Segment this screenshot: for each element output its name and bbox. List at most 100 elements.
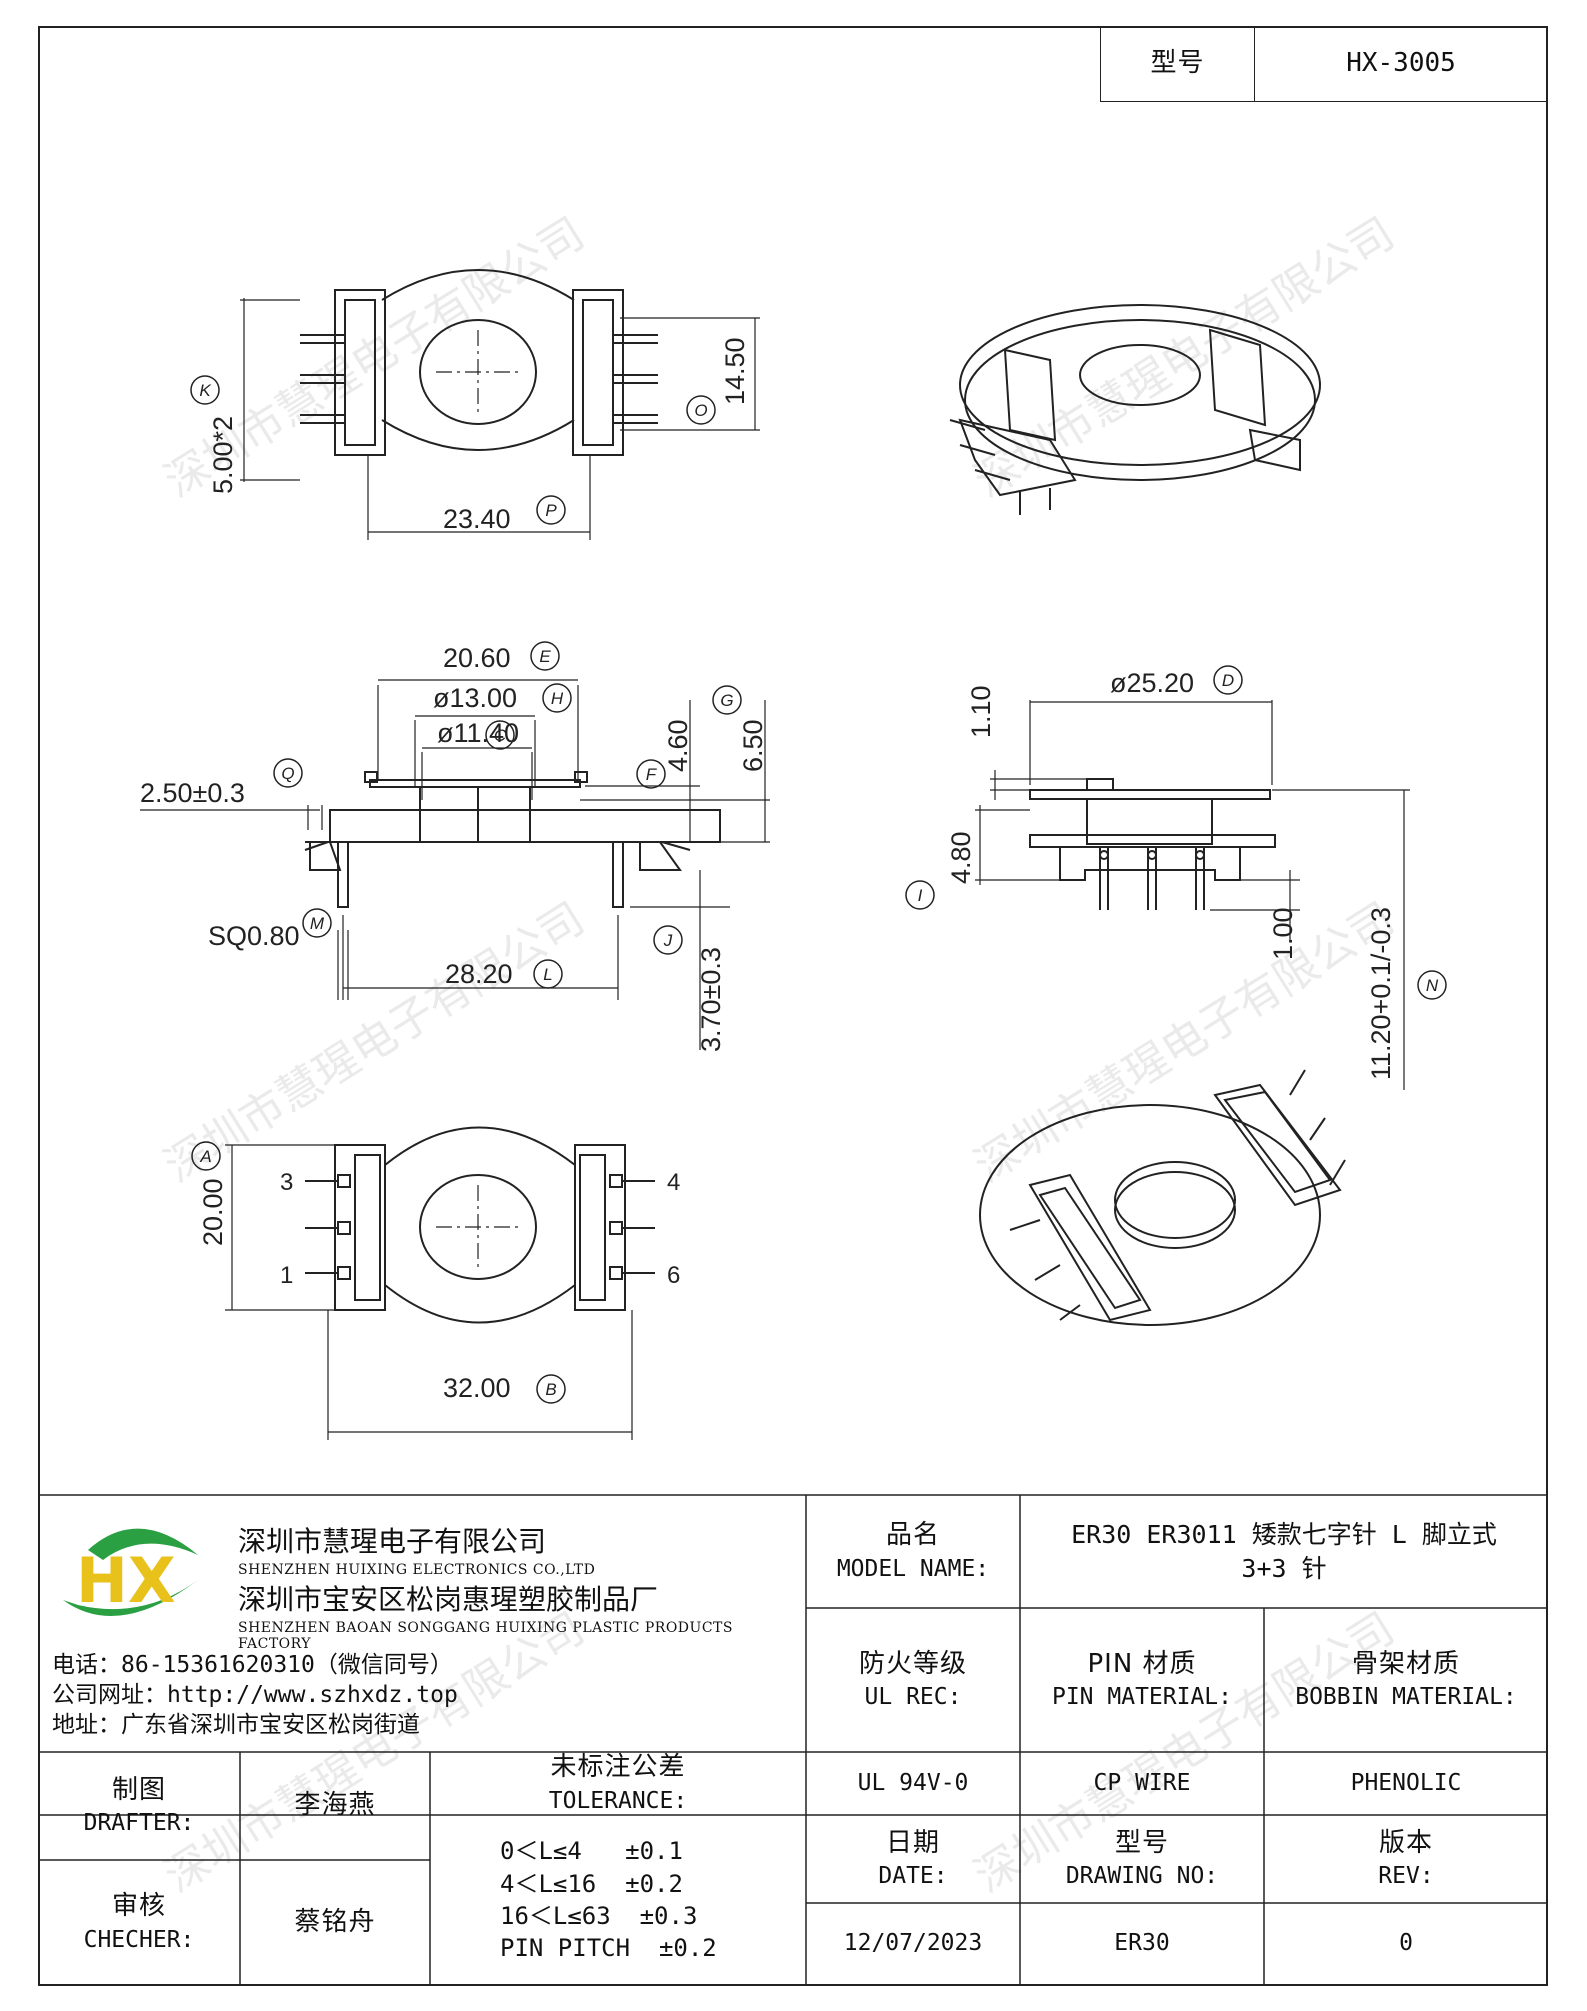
marker-h: H	[551, 689, 564, 708]
tolerance-2: 4＜L≤16 ±0.2	[500, 1869, 683, 1898]
titleblock-grid	[38, 1494, 1548, 1985]
iso-view-bottom	[979, 1069, 1346, 1326]
tolerance-cn: 未标注公差	[550, 1752, 686, 1783]
checker-en: CHECHER:	[83, 1926, 195, 1953]
bobbin-en: BOBBIN MATERIAL:	[1295, 1684, 1517, 1711]
marker-l: L	[543, 965, 552, 984]
marker-d: D	[1222, 671, 1234, 690]
date-en: DATE:	[878, 1863, 948, 1890]
dim-k: 5.00*2	[208, 416, 238, 494]
rev-cn: 版本	[1378, 1827, 1433, 1858]
pin-value: CP WIRE	[1093, 1769, 1191, 1796]
drafter-cn: 制图	[111, 1774, 166, 1805]
dim-e: 20.60	[443, 643, 511, 673]
pin-cn: PIN 材质	[1087, 1648, 1197, 1679]
dim-f: 4.60	[663, 719, 693, 772]
model-name-header: 品名 MODEL NAME:	[806, 1495, 1020, 1608]
ul-cn: 防火等级	[858, 1648, 967, 1679]
model-name-en: MODEL NAME:	[836, 1555, 990, 1582]
bobbin-material-header: 骨架材质 BOBBIN MATERIAL:	[1264, 1608, 1548, 1752]
drawing-no-header: 型号 DRAWING NO:	[1020, 1815, 1264, 1903]
header-model-label: 型号	[1100, 26, 1255, 102]
model-name-value-2: 3+3 针	[1241, 1553, 1327, 1583]
drawing-en: DRAWING NO:	[1065, 1863, 1219, 1890]
company-name-en: SHENZHEN HUIXING ELECTRONICS CO.,LTD	[238, 1562, 596, 1578]
marker-p: P	[545, 501, 557, 520]
factory-name-cn: 深圳市宝安区松岗惠瑆塑胶制品厂	[238, 1583, 659, 1616]
tolerance-en: TOLERANCE:	[548, 1787, 688, 1814]
marker-o: O	[694, 401, 707, 420]
pin-6-label: 6	[667, 1262, 680, 1289]
side-view	[140, 679, 770, 1050]
dimension-markers	[190, 375, 1447, 1404]
dim-n: 11.20+0.1/-0.3	[1366, 907, 1396, 1080]
marker-c: C	[494, 726, 507, 745]
dim-j: 3.70±0.3	[696, 947, 726, 1052]
phone: 电话：86-15361620310（微信同号）	[52, 1652, 453, 1678]
logo-letters: HX	[76, 1544, 176, 1617]
tolerance-3: 16＜L≤63 ±0.3	[500, 1902, 698, 1930]
model-name-value-1: ER30 ER3011 矮款七字针 L 脚立式	[1071, 1519, 1497, 1549]
dim-l: 28.20	[445, 959, 513, 989]
pin-en: PIN MATERIAL:	[1051, 1684, 1232, 1711]
date-cn: 日期	[885, 1827, 940, 1858]
checker-header: 审核 CHECHER:	[38, 1860, 240, 1985]
website: 公司网址：http://www.szhxdz.top	[52, 1682, 458, 1708]
dim-p: 23.40	[443, 504, 511, 534]
top-view	[240, 269, 760, 540]
marker-e: E	[539, 647, 551, 666]
iso-view-top	[949, 304, 1321, 515]
marker-q: Q	[281, 764, 294, 783]
ul-en: UL REC:	[864, 1684, 962, 1711]
drawing-no-value: ER30	[1114, 1930, 1170, 1957]
checker-name: 蔡铭舟	[294, 1906, 376, 1937]
model-name-value: ER30 ER3011 矮款七字针 L 脚立式 3+3 针	[1020, 1495, 1548, 1608]
company-logo: HX	[63, 1528, 198, 1617]
dim-h: ø13.00	[433, 683, 517, 713]
rev-en: REV:	[1378, 1863, 1434, 1890]
date-value: 12/07/2023	[843, 1930, 983, 1957]
marker-m: M	[310, 914, 325, 933]
bottom-view	[225, 1126, 655, 1440]
factory-name-en: SHENZHEN BAOAN SONGGANG HUIXING PLASTIC …	[238, 1620, 733, 1652]
drafter-name: 李海燕	[294, 1790, 376, 1821]
drawing-cn: 型号	[1114, 1827, 1169, 1858]
date-header: 日期 DATE:	[806, 1815, 1020, 1903]
dim-i: 4.80	[946, 831, 976, 884]
dim-c: ø11.40	[437, 718, 519, 748]
pin-3-label: 3	[280, 1169, 293, 1196]
marker-b: B	[545, 1380, 556, 1399]
pin-4-label: 4	[667, 1169, 680, 1196]
model-name-cn: 品名	[885, 1520, 940, 1551]
rev-value: 0	[1399, 1930, 1413, 1957]
header-model-value: HX-3005	[1254, 26, 1548, 102]
ul-value: UL 94V-0	[857, 1769, 969, 1796]
checker-cn: 审核	[111, 1891, 166, 1922]
contact-block: 电话：86-15361620310（微信同号） 公司网址：http://www.…	[52, 1650, 458, 1740]
rev-header: 版本 REV:	[1264, 1815, 1548, 1903]
bobbin-cn: 骨架材质	[1351, 1648, 1460, 1679]
dim-g: 6.50	[738, 719, 768, 772]
marker-k: K	[199, 381, 211, 400]
dim-o: 14.50	[720, 337, 750, 405]
dim-b: 32.00	[443, 1373, 511, 1403]
company-name-cn: 深圳市慧瑆电子有限公司	[238, 1525, 547, 1558]
dim-q: 2.50±0.3	[140, 778, 245, 808]
marker-i: I	[918, 886, 923, 905]
marker-f: F	[646, 765, 658, 784]
company-block: 深圳市慧瑆电子有限公司 SHENZHEN HUIXING ELECTRONICS…	[238, 1520, 798, 1652]
tolerance-1: 0＜L≤4 ±0.1	[500, 1837, 683, 1866]
tolerance-header: 未标注公差 TOLERANCE:	[430, 1752, 806, 1815]
drawing-frame	[38, 26, 1548, 1986]
drafter-en: DRAFTER:	[83, 1810, 195, 1837]
marker-g: G	[720, 691, 733, 710]
marker-j: J	[663, 931, 673, 950]
address: 地址：广东省深圳市宝安区松岗街道	[52, 1712, 420, 1738]
tolerance-4: PIN PITCH ±0.2	[500, 1934, 717, 1963]
pin-material-header: PIN 材质 PIN MATERIAL:	[1020, 1608, 1264, 1752]
dim-m: SQ0.80	[208, 921, 300, 951]
marker-n: N	[1426, 976, 1439, 995]
dim-n1: 1.00	[1268, 907, 1298, 960]
dim-d2: 1.10	[966, 685, 996, 738]
